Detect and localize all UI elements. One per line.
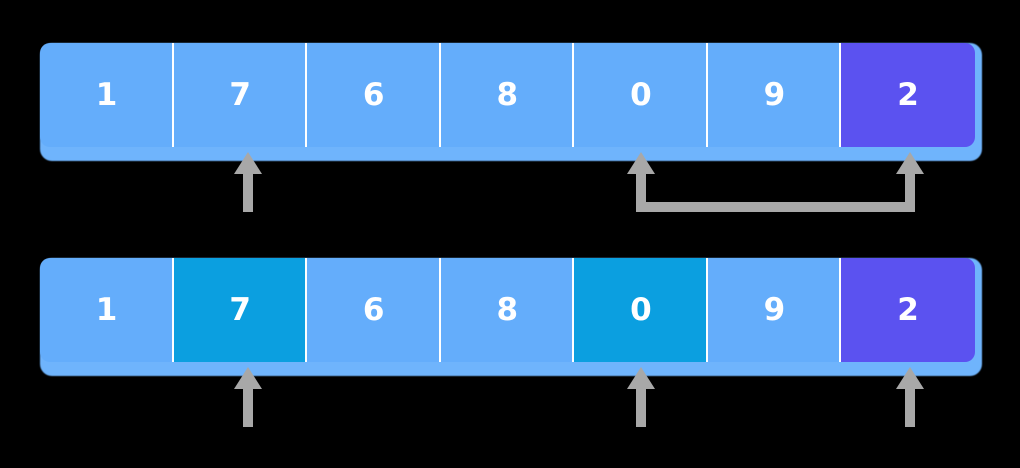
array-cell[interactable]: 7 bbox=[173, 43, 308, 147]
array-cell[interactable]: 1 bbox=[40, 43, 174, 147]
cell-value: 7 bbox=[229, 291, 252, 328]
array-cell[interactable]: 8 bbox=[440, 258, 575, 362]
array-cell[interactable]: 6 bbox=[307, 43, 441, 147]
cell-value: 2 bbox=[897, 76, 920, 113]
array-cell-pivot[interactable]: 2 bbox=[841, 258, 975, 362]
swap-connector-icon bbox=[627, 152, 924, 212]
pointer-i-row1-arrow-up-icon bbox=[234, 152, 262, 212]
array-cell[interactable]: 1 bbox=[40, 258, 174, 362]
pointer-i-row2-arrow-up-icon bbox=[234, 367, 262, 427]
pointer-pivot-row2-arrow-up-icon bbox=[896, 367, 924, 427]
cell-value: 8 bbox=[496, 76, 519, 113]
array-cell[interactable]: 9 bbox=[707, 258, 842, 362]
cell-value: 9 bbox=[763, 291, 786, 328]
cell-value: 2 bbox=[897, 291, 920, 328]
cell-value: 6 bbox=[362, 291, 385, 328]
cell-value: 0 bbox=[630, 76, 653, 113]
array-cell[interactable]: 8 bbox=[440, 43, 575, 147]
cell-value: 9 bbox=[763, 76, 786, 113]
array-cells: 1 7 6 8 0 9 2 bbox=[40, 43, 975, 147]
array-cells: 1 7 6 8 0 9 2 bbox=[40, 258, 975, 362]
cell-value: 8 bbox=[496, 291, 519, 328]
array-cell[interactable]: 6 bbox=[307, 258, 441, 362]
cell-value: 7 bbox=[229, 76, 252, 113]
pointer-j-row2-arrow-up-icon bbox=[627, 367, 655, 427]
cell-value: 6 bbox=[362, 76, 385, 113]
array-cell-selected[interactable]: 0 bbox=[574, 258, 708, 362]
array-cell[interactable]: 0 bbox=[574, 43, 708, 147]
cell-value: 0 bbox=[630, 291, 653, 328]
array-cell-selected[interactable]: 7 bbox=[173, 258, 308, 362]
array-cell-pivot[interactable]: 2 bbox=[841, 43, 975, 147]
cell-value: 1 bbox=[95, 291, 118, 328]
cell-value: 1 bbox=[95, 76, 118, 113]
array-cell[interactable]: 9 bbox=[707, 43, 842, 147]
